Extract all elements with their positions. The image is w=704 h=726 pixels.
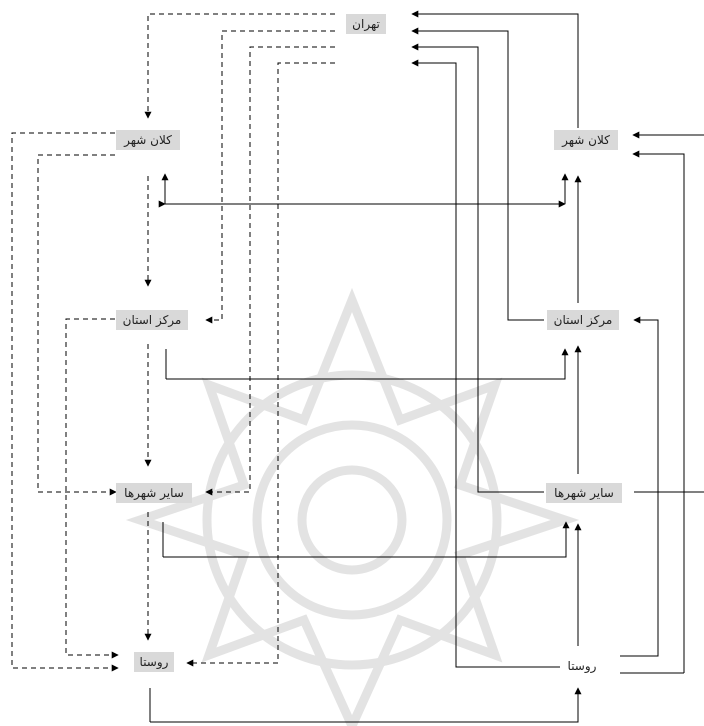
dashed-tehran-to-village xyxy=(187,63,335,663)
node-right-village: روستا xyxy=(558,656,606,676)
node-tehran: تهران xyxy=(346,14,386,34)
node-left-provincial-center: مرکز استان xyxy=(116,310,188,330)
dashed-flows xyxy=(12,14,335,668)
node-left-other-cities: سایر شهرها xyxy=(116,483,192,503)
solid-village-to-provincial-center xyxy=(620,320,658,656)
node-right-other-cities: سایر شهرها xyxy=(546,483,622,503)
solid-other-cities-to-tehran xyxy=(412,47,544,492)
dashed-provincial-center-to-village xyxy=(66,319,118,655)
node-left-metropolis: کلان شهر xyxy=(116,130,180,150)
dashed-tehran-to-metropolis xyxy=(148,14,335,118)
watermark-rosette xyxy=(140,300,565,726)
node-right-provincial-center: مرکز استان xyxy=(547,310,619,330)
dashed-tehran-to-provincial-center xyxy=(206,31,335,320)
node-right-metropolis: کلان شهر xyxy=(554,130,618,150)
dashed-metropolis-to-village xyxy=(12,133,118,668)
dashed-metropolis-to-other-cities xyxy=(38,155,116,492)
solid-flows xyxy=(150,14,704,722)
node-left-village: روستا xyxy=(134,652,174,672)
